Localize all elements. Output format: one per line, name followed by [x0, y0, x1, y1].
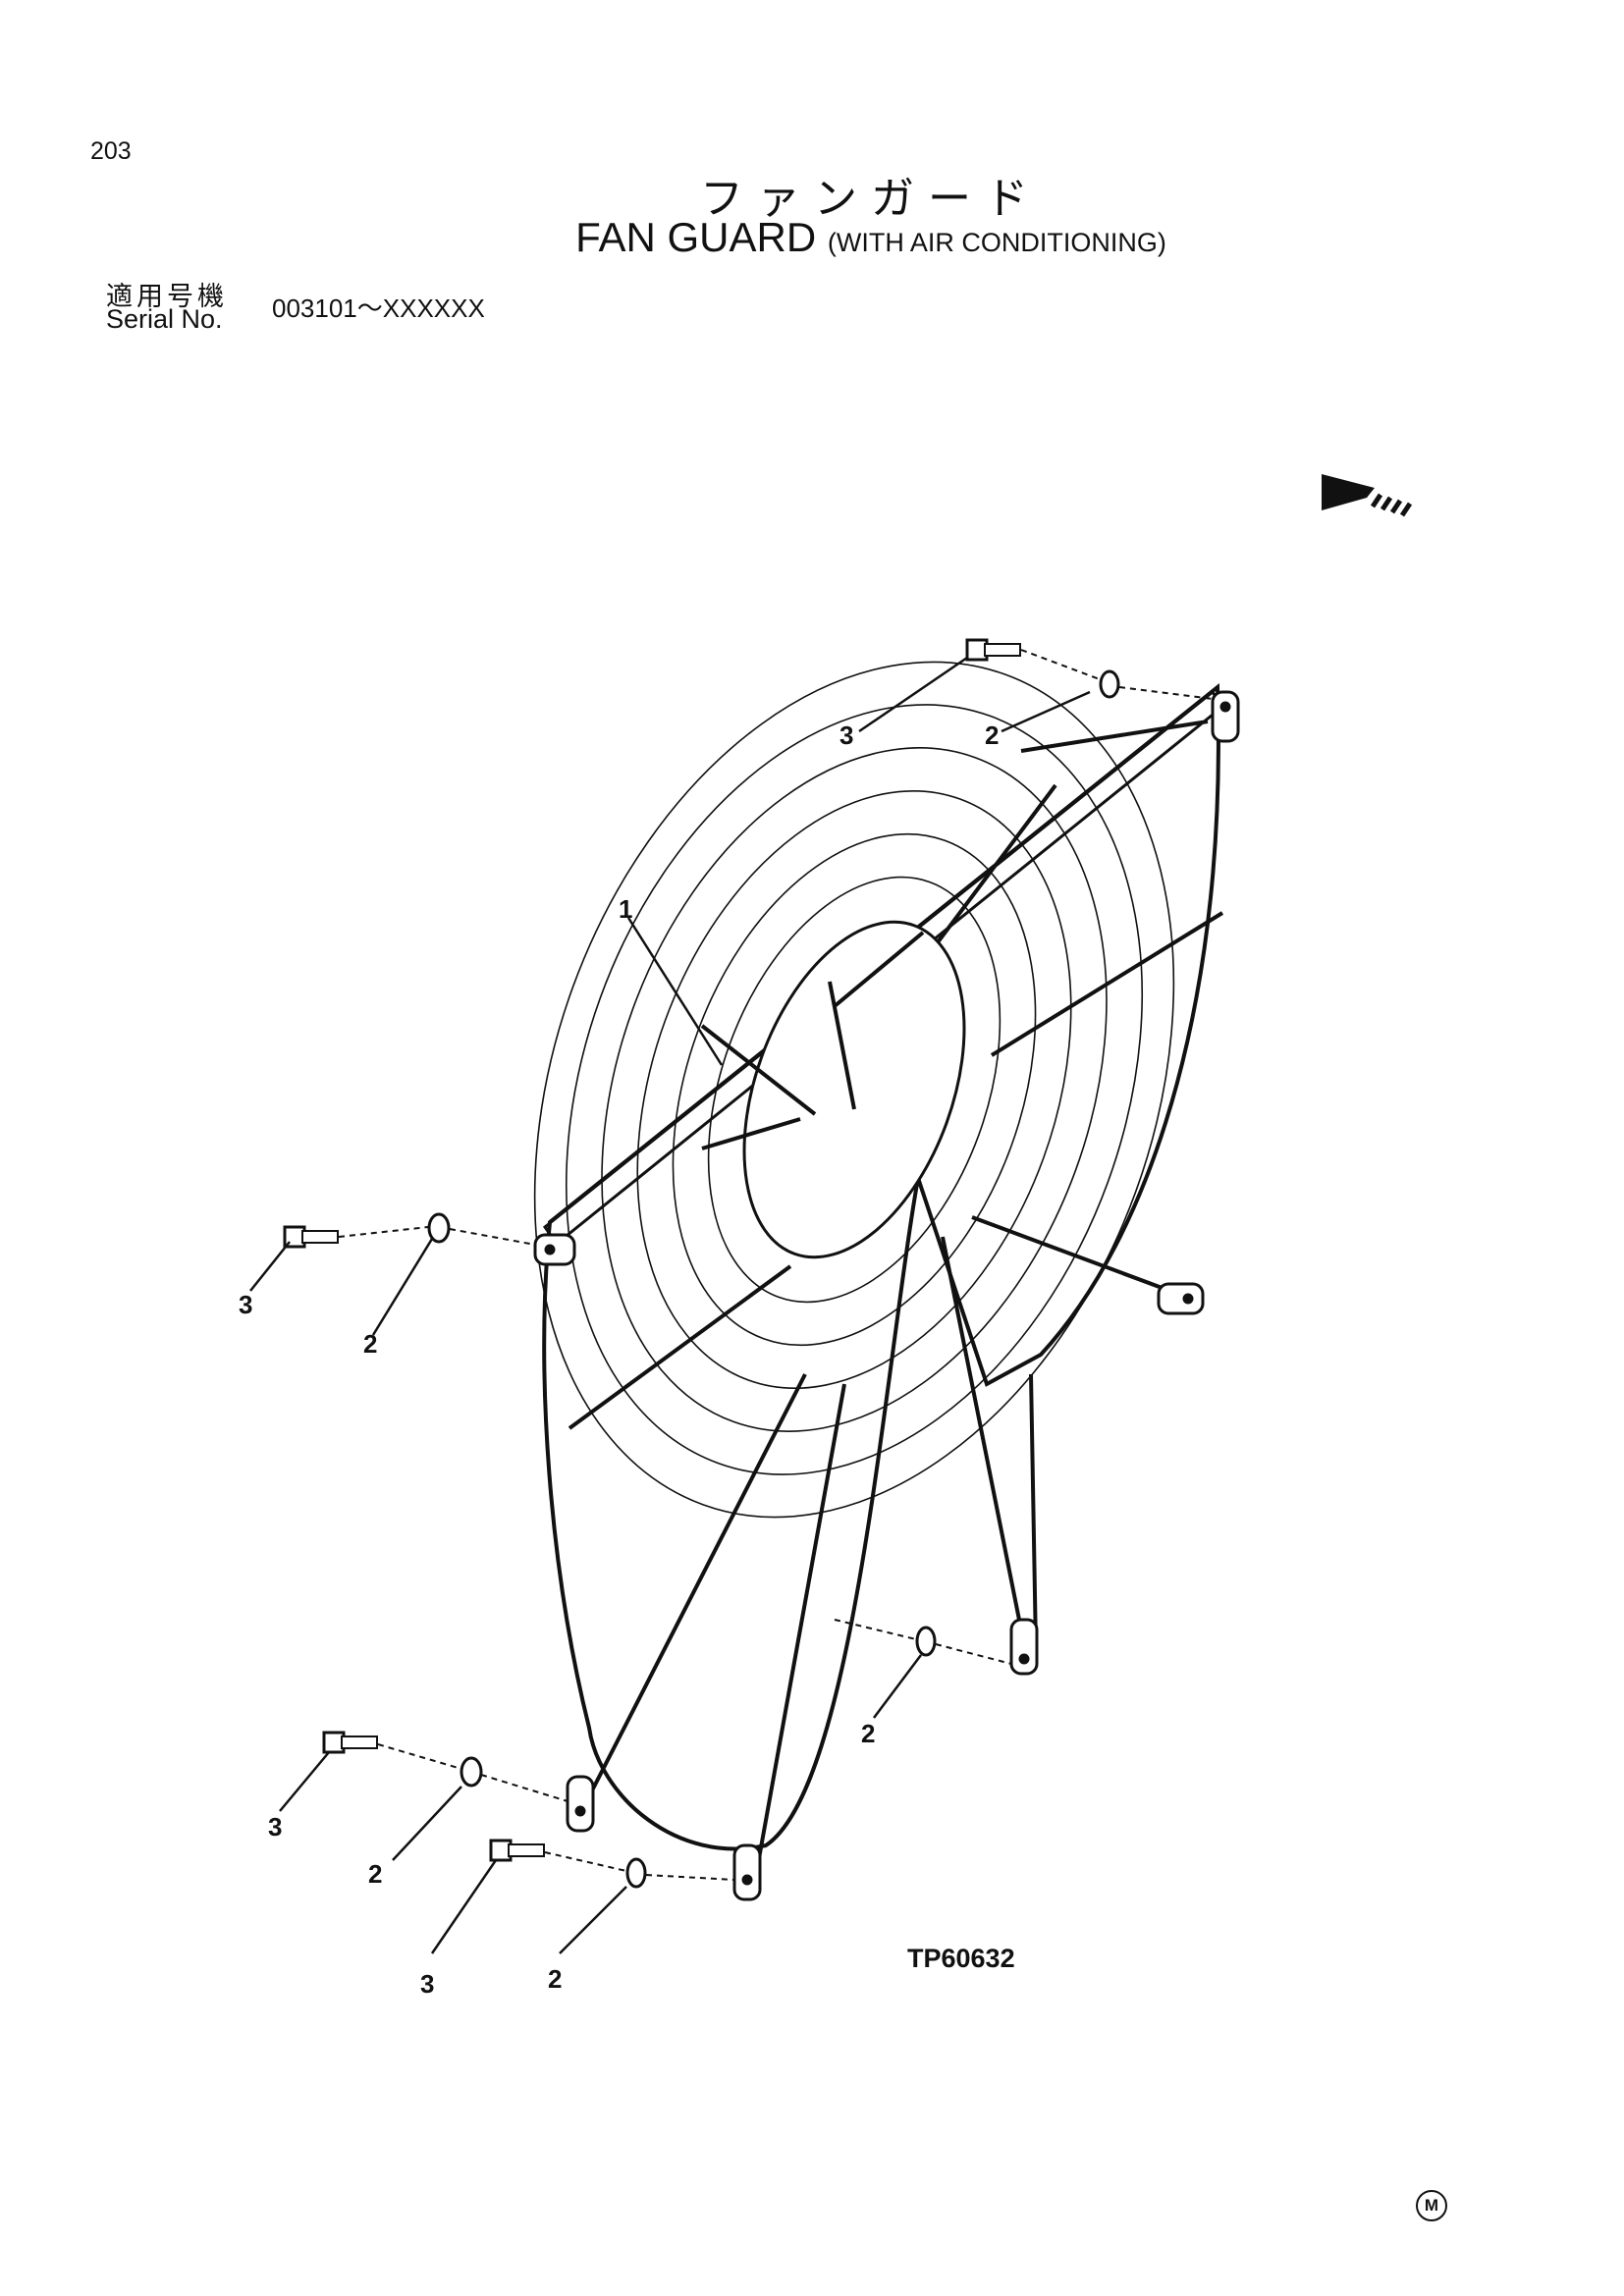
- fan-guard-body: [533, 661, 1240, 1901]
- page-title-jp: ファンガード: [700, 174, 1042, 224]
- callout-2-top: 2: [985, 721, 999, 750]
- footer-mark: M: [1416, 2190, 1447, 2221]
- serial-label-en: Serial No.: [106, 304, 223, 334]
- callout-1: 1: [619, 894, 632, 924]
- page-title-en: FAN GUARD (WITH AIR CONDITIONING): [0, 214, 1624, 261]
- leader-lines: [249, 656, 1091, 1954]
- callout-2-lower-left: 2: [368, 1859, 382, 1889]
- callout-3-lower-left: 3: [268, 1812, 282, 1842]
- callout-2-right: 2: [861, 1719, 875, 1748]
- serial-range: 003101～XXXXXX: [272, 294, 485, 323]
- callout-3-left: 3: [239, 1290, 252, 1319]
- bolt-washer-set: [283, 638, 1214, 1889]
- callout-3-bottom: 3: [420, 1969, 434, 1999]
- title-main: FAN GUARD: [575, 214, 817, 260]
- serial-label-jp: 適用号機: [106, 282, 228, 312]
- callout-3-top: 3: [839, 721, 853, 750]
- page-number: 203: [90, 137, 132, 165]
- callout-2-left: 2: [363, 1329, 377, 1359]
- title-subtitle: (WITH AIR CONDITIONING): [827, 228, 1166, 257]
- front-arrow-icon: [1322, 474, 1413, 517]
- drawing-code: TP60632: [907, 1944, 1015, 1973]
- callouts: 1 2 3 2 3 2 3 2 3 2: [239, 721, 999, 1999]
- callout-2-bottom: 2: [548, 1964, 562, 1994]
